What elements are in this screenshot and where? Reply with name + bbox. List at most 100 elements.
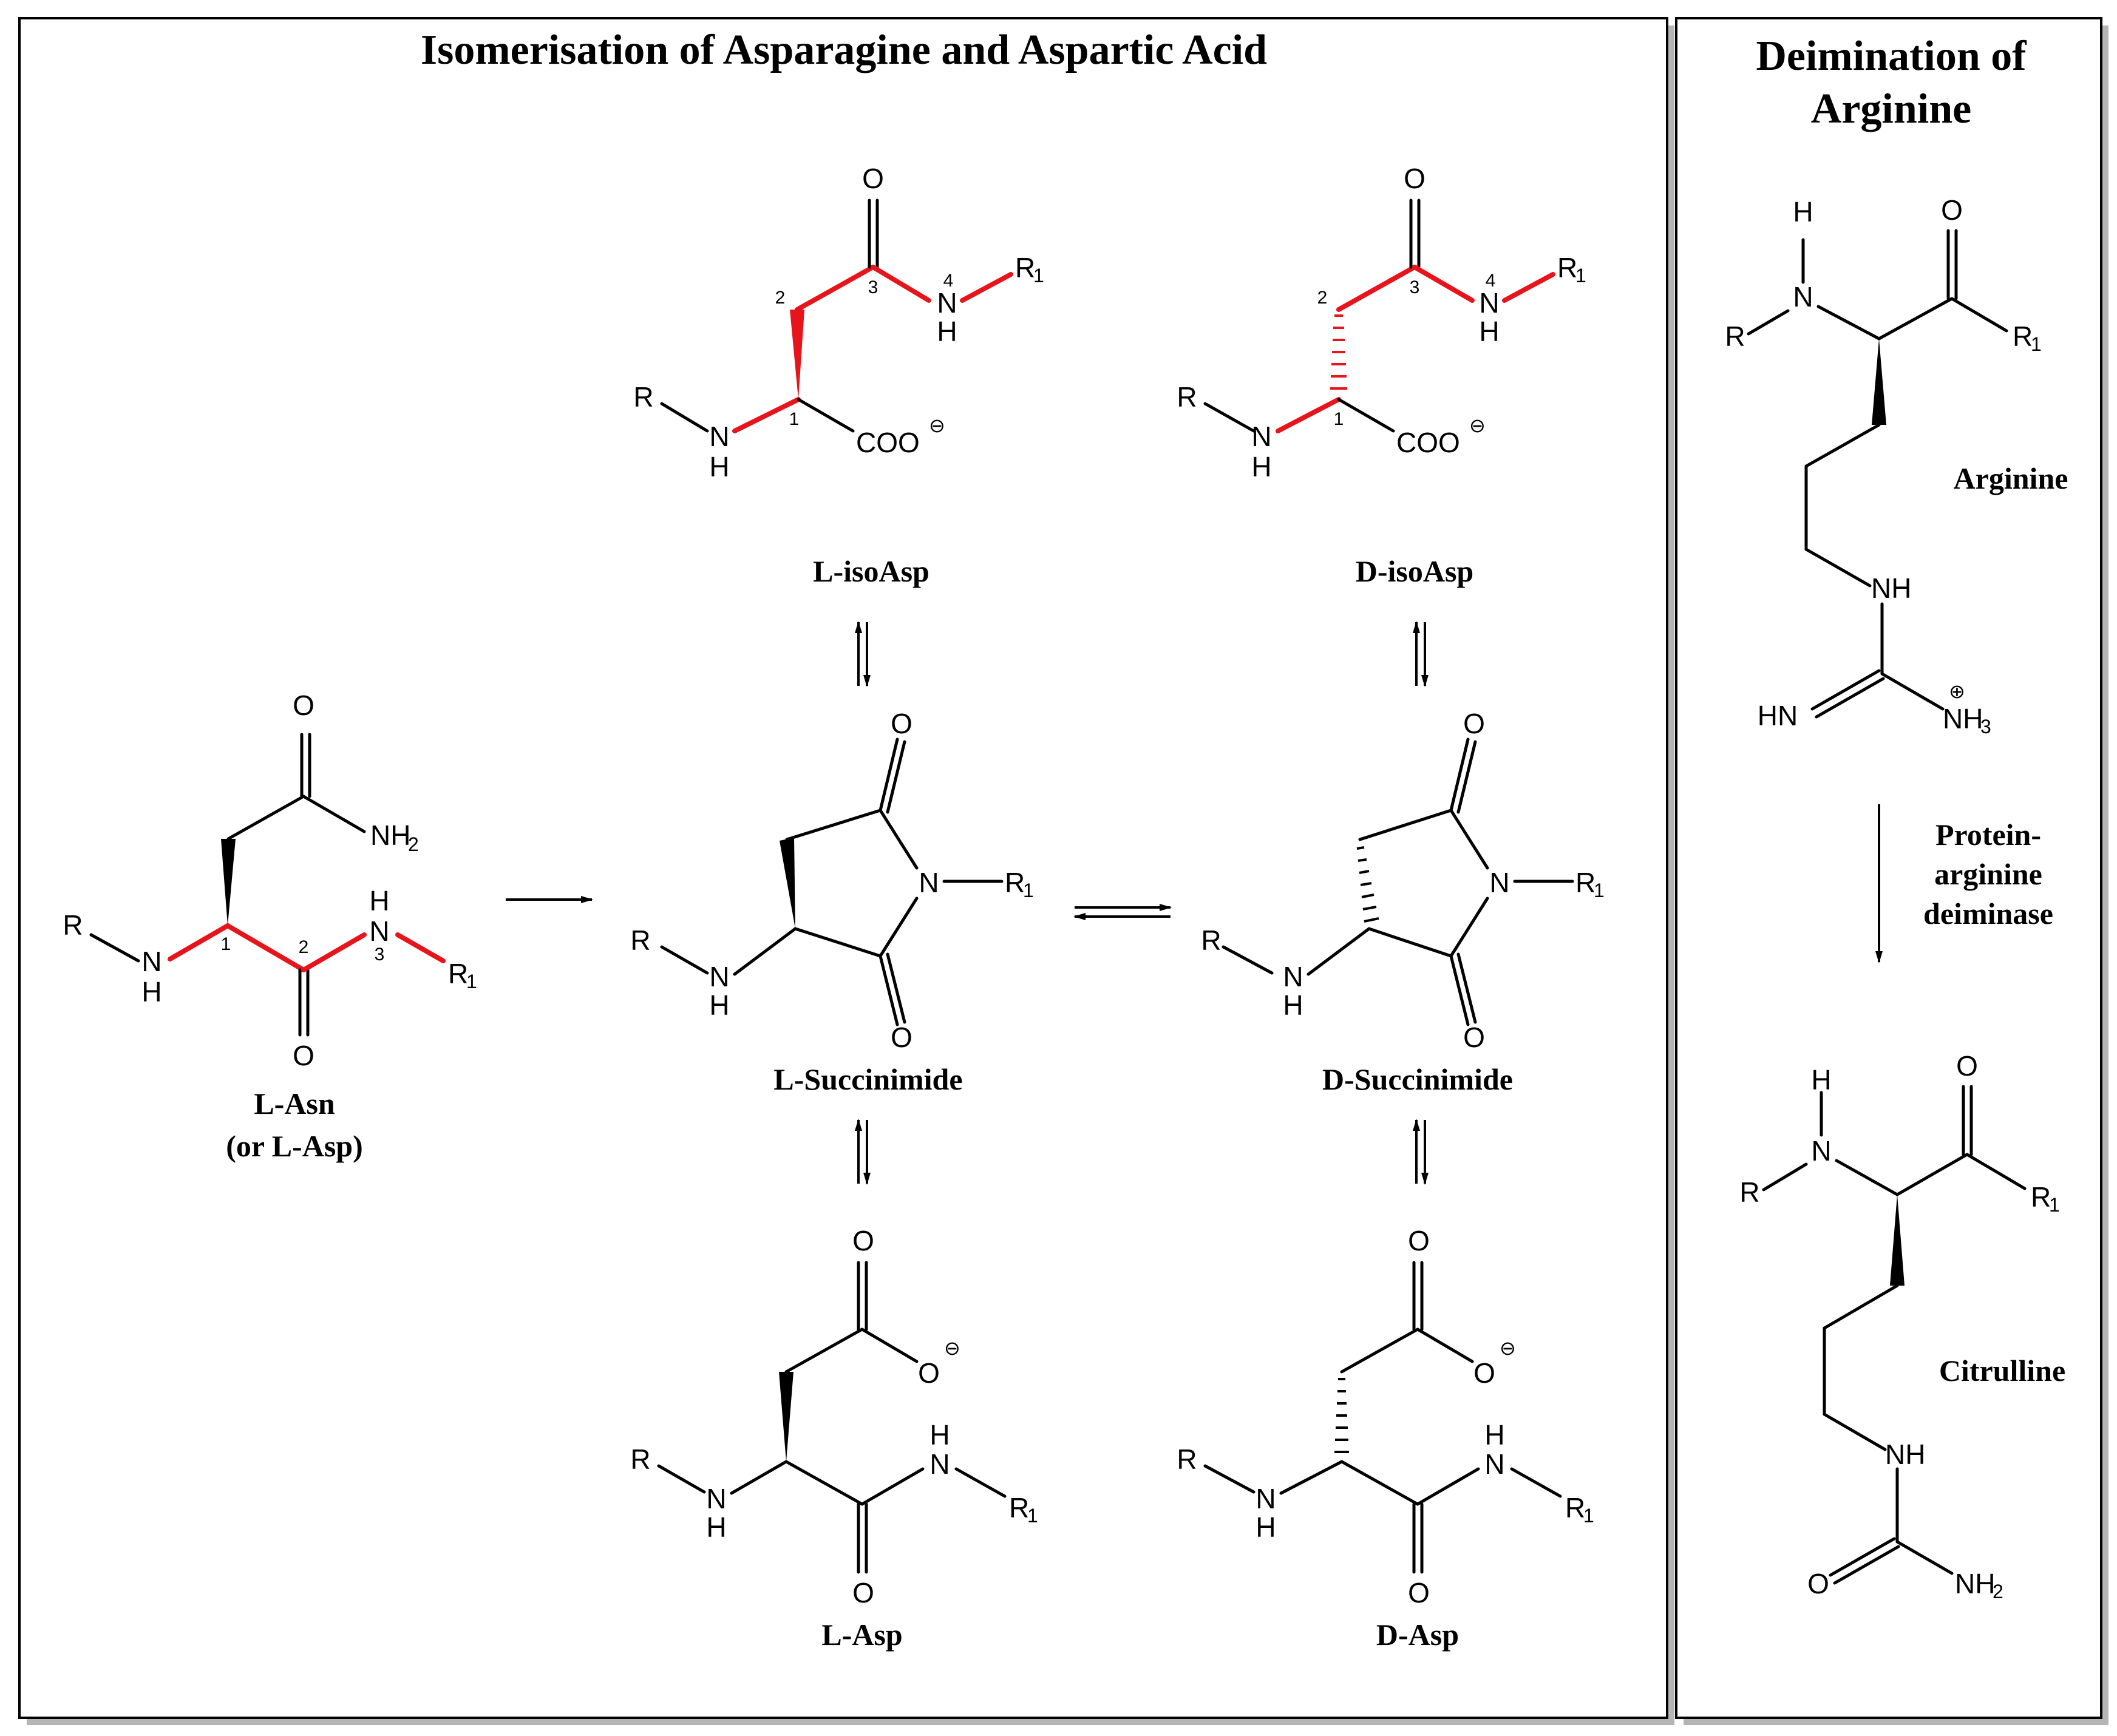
atom-label: N [937, 287, 957, 319]
atom-subscript: 1 [2031, 333, 2042, 355]
bond [1203, 1464, 1256, 1494]
right-panel-title-line1: Deimination of [1756, 33, 2027, 80]
atom-label: H [1283, 989, 1303, 1021]
bond [878, 809, 919, 870]
bond [1965, 1153, 2027, 1190]
atom-subscript: 1 [1575, 265, 1586, 287]
bond [886, 740, 906, 814]
bond [1816, 305, 1881, 341]
bond [660, 402, 709, 433]
bond [1762, 1162, 1808, 1192]
bond [657, 1464, 706, 1494]
atom-label: O [1941, 194, 1963, 226]
atom-label: H [706, 1511, 726, 1543]
atom-label: H [1811, 1064, 1831, 1096]
atom-label: O [293, 690, 314, 721]
locant-2: 2 [299, 937, 309, 957]
atom-label: H [1484, 1419, 1504, 1451]
bond [1815, 677, 1885, 719]
l-succinimide-structure: R N H N O O R 1 [630, 708, 1033, 1053]
atom-label: R [1177, 1443, 1197, 1475]
bond [797, 398, 855, 433]
compound-label-d-asp: D-Asp [1376, 1618, 1459, 1652]
compound-label-l-asn-alt: (or L-Asp) [226, 1129, 362, 1163]
l-asn-structure: R N H O NH 2 O H N R 1 1 2 3 [63, 690, 477, 1071]
bond [1340, 1327, 1419, 1374]
atom-label: N [1251, 421, 1271, 452]
bond [1456, 952, 1477, 1024]
bond [302, 795, 366, 833]
atom-label: H [1479, 316, 1499, 347]
d-isoasp-structure: R N H O N H R 1 COO ⊖ 1 2 3 4 [1177, 163, 1586, 483]
bond [878, 737, 899, 812]
atom-label: R [448, 958, 468, 989]
atom-label: H [709, 989, 729, 1021]
d-asp-structure: R N H O O ⊖ O H N R 1 [1177, 1225, 1594, 1609]
bond [1829, 1537, 1896, 1577]
bond [660, 945, 709, 975]
bond [1456, 740, 1477, 814]
bond [89, 933, 140, 963]
charge: ⊕ [1949, 680, 1965, 702]
compound-label-d-isoasp: D-isoAsp [1356, 554, 1473, 588]
atom-label: N [706, 1483, 726, 1514]
atom-label: H [709, 451, 729, 483]
bond [1279, 1460, 1344, 1495]
bond [871, 265, 931, 303]
locant-3: 3 [1410, 277, 1420, 297]
bond [1880, 672, 1945, 711]
bond [733, 927, 797, 976]
atom-subscript: 1 [1027, 1505, 1038, 1527]
panel-frames [18, 17, 2109, 1725]
atom-subscript: 1 [1033, 265, 1044, 287]
bond [954, 1467, 1007, 1498]
bond [1950, 297, 2008, 333]
atom-label: O [1408, 1577, 1430, 1609]
atom-label: N [1811, 1135, 1831, 1167]
bond [1358, 809, 1453, 841]
bond [795, 265, 875, 312]
compound-label-l-succinimide: L-Succinimide [773, 1062, 962, 1096]
atom-label: N [1484, 1448, 1504, 1480]
bond [1203, 402, 1256, 433]
atom-label: O [918, 1357, 940, 1389]
bond [1449, 954, 1470, 1026]
bond [1276, 397, 1341, 433]
bond [1337, 398, 1395, 433]
charge: ⊖ [1500, 1337, 1516, 1359]
atom-label: O [891, 708, 912, 739]
atom-subscript: 2 [1993, 1581, 2003, 1602]
atom-label: NH [1955, 1568, 1995, 1599]
bond [168, 923, 230, 961]
compound-label-l-isoasp: L-isoAsp [813, 554, 929, 588]
atom-label: COO [856, 427, 920, 458]
right-panel-title-line2: Arginine [1811, 86, 1971, 132]
bond [730, 1460, 788, 1495]
compound-label-l-asp: L-Asp [821, 1618, 902, 1652]
atom-label: N [1256, 1483, 1276, 1514]
left-panel-title: Isomerisation of Asparagine and Aspartic… [421, 27, 1267, 73]
atom-label: H [937, 316, 957, 347]
atom-label: R [2031, 1181, 2051, 1213]
bond [1307, 927, 1371, 976]
atom-label: O [1473, 1357, 1495, 1389]
atom-label: O [1956, 1050, 1978, 1082]
enzyme-label-line3: deiminase [1923, 897, 2053, 931]
atom-label: R [630, 1443, 650, 1475]
bond [1835, 1159, 1899, 1196]
compound-label-d-succinimide: D-Succinimide [1322, 1062, 1513, 1096]
atom-label: H [1251, 451, 1271, 483]
atom-label: R [1009, 1492, 1029, 1524]
l-asp-structure: R N H O O ⊖ O H N R 1 [630, 1225, 1038, 1609]
bond [784, 1327, 864, 1374]
atom-label: H [929, 1419, 950, 1451]
atom-subscript: 1 [1583, 1505, 1594, 1527]
bond [1804, 548, 1872, 588]
atom-label: O [862, 163, 884, 194]
bond [1449, 809, 1489, 870]
bond [1367, 927, 1453, 958]
bond [1895, 1540, 1954, 1575]
hashed-bond [1356, 846, 1379, 923]
atom-label: R [1557, 252, 1577, 283]
